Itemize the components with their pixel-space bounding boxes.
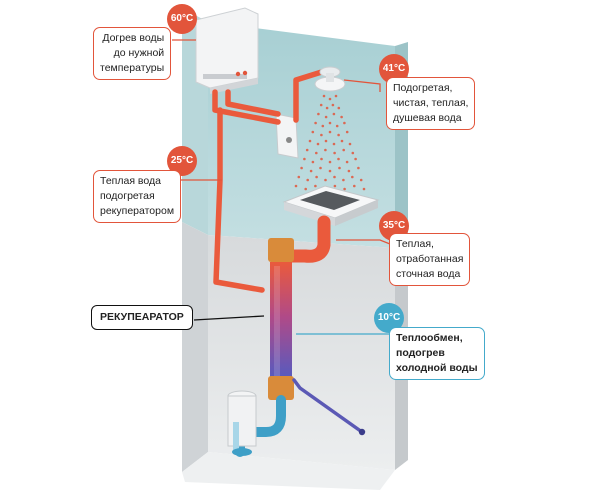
drain-trap (227, 390, 257, 456)
temperature-badge-10: 10°C (374, 303, 404, 333)
label-preheated-water: Теплая вода подогретая рекуператором (93, 170, 182, 223)
label-connectors (172, 39, 391, 335)
label-waste-line-2: отработанная (396, 253, 464, 265)
label-heater-line-2: до нужной (113, 47, 165, 59)
cold-water-pipe (292, 378, 366, 436)
label-recuperator: РЕКУПЕАРАТОР (91, 305, 193, 330)
label-preheated-line-2: подогретая (100, 190, 155, 202)
drain-and-recuperator (235, 215, 331, 457)
hot-water-pipes (212, 67, 331, 293)
shower-head (314, 66, 346, 92)
label-exchange-line-1: Теплообмен, (396, 332, 463, 344)
label-exchange-line-2: подогрев (396, 347, 445, 359)
shower-water-drops (294, 94, 366, 191)
label-exchange-line-3: холодной воды (396, 362, 478, 374)
floor-slab (182, 452, 395, 490)
label-preheated-line-3: рекуператором (100, 205, 175, 217)
water-heater (195, 7, 259, 94)
left-wall-lower (182, 222, 208, 472)
label-waste-water: Теплая, отработанная сточная вода (389, 233, 471, 286)
label-heater: Догрев воды до нужной температуры (93, 27, 172, 80)
temperature-badge-60: 60°C (167, 4, 197, 34)
label-waste-line-1: Теплая, (396, 238, 434, 250)
label-preheated-line-1: Теплая вода (100, 175, 161, 187)
mixer-valve (275, 113, 299, 159)
label-shower-line-2: чистая, теплая, (393, 97, 469, 109)
label-heater-line-1: Догрев воды (102, 32, 165, 44)
label-waste-line-3: сточная вода (396, 268, 461, 280)
label-shower-line-1: Подогретая, (393, 82, 453, 94)
label-heat-exchange: Теплообмен, подогрев холодной воды (389, 327, 485, 380)
label-shower-line-3: душевая вода (393, 112, 462, 124)
label-heater-line-3: температуры (100, 62, 165, 74)
label-shower-water: Подогретая, чистая, теплая, душевая вода (386, 77, 476, 130)
